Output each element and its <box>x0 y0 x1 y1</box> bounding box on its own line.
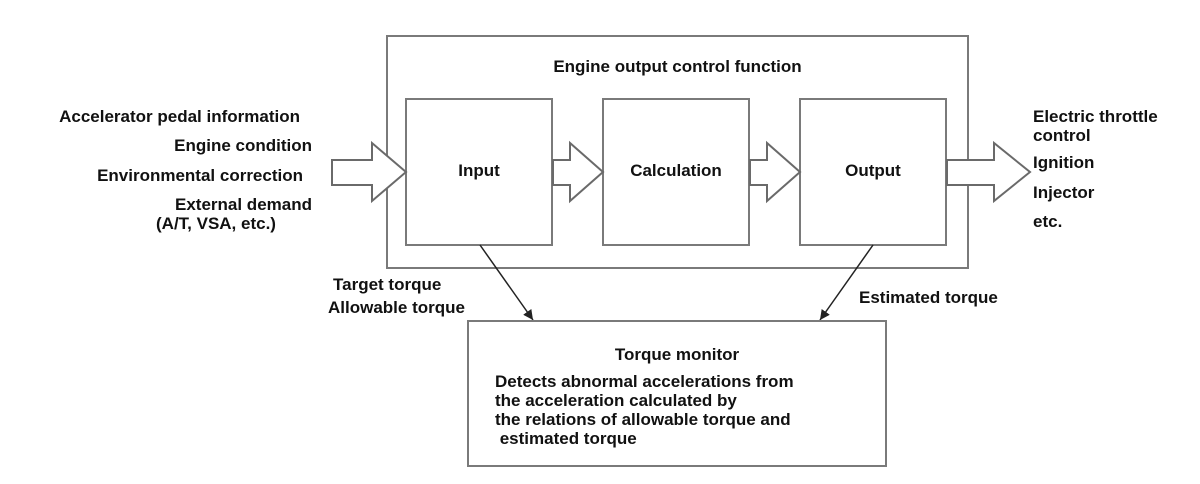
stage-label-calculation: Calculation <box>630 161 722 180</box>
output-label-control: control <box>1033 126 1091 145</box>
torque-monitor-line-4: estimated torque <box>495 429 637 448</box>
target-torque-label: Target torque <box>333 275 442 294</box>
input-label-accelerator: Accelerator pedal information <box>59 107 300 126</box>
stage-label-output: Output <box>845 161 901 180</box>
allowable-torque-label: Allowable torque <box>328 298 465 317</box>
output-to-monitor-arrow <box>819 244 874 321</box>
calculation-to-output-block-arrow <box>749 140 802 204</box>
torque-monitor-line-3: the relations of allowable torque and <box>495 410 791 429</box>
output-label-ignition: Ignition <box>1033 153 1095 172</box>
estimated-torque-label: Estimated torque <box>859 288 998 307</box>
torque-monitor-line-1: Detects abnormal accelerations from <box>495 372 794 391</box>
function-title: Engine output control function <box>553 57 802 76</box>
torque-monitor-title: Torque monitor <box>614 345 740 364</box>
input-label-external-demand: External demand <box>175 195 312 214</box>
input-label-environmental: Environmental correction <box>97 166 303 185</box>
input-label-engine-condition: Engine condition <box>174 136 312 155</box>
output-label-electric-throttle: Electric throttle <box>1033 107 1158 126</box>
torque-monitor-box <box>467 320 887 467</box>
input-label-external-demand-detail: (A/T, VSA, etc.) <box>156 214 276 233</box>
outputs-block-arrow <box>946 140 1032 204</box>
inputs-block-arrow <box>331 140 408 204</box>
output-label-injector: Injector <box>1033 183 1095 202</box>
stage-label-input: Input <box>458 161 500 180</box>
torque-monitor-line-2: the acceleration calculated by <box>495 391 737 410</box>
input-to-monitor-arrow <box>479 244 534 321</box>
input-to-calculation-block-arrow <box>552 140 605 204</box>
engine-output-control-box <box>386 35 969 269</box>
output-label-etc: etc. <box>1033 212 1063 231</box>
